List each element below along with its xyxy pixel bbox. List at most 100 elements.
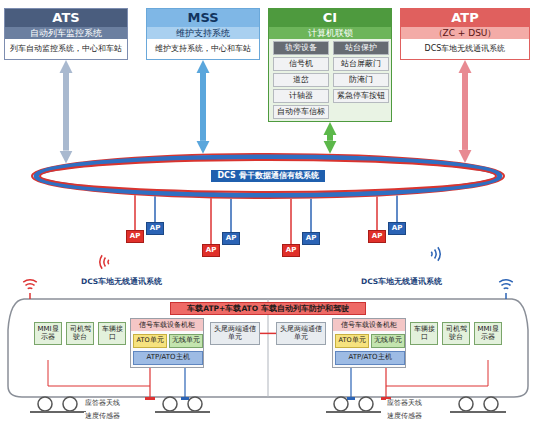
wheel [188, 397, 202, 411]
system-box: ATS自动列车监控系统列车自动监控系统，中心和车站 [4, 8, 128, 60]
access-point: AP [368, 230, 386, 243]
wireless-waves [23, 247, 513, 288]
node-text: 维护支持系统，中心和车站 [147, 39, 259, 59]
network-link [230, 199, 232, 232]
data-flow-arrow [462, 73, 468, 150]
part-label: 应答器天线 [386, 399, 423, 407]
onboard-unit: ATP/ATO主机 [335, 351, 405, 365]
access-point: AP [302, 232, 320, 245]
node-title: 计轴器 [274, 90, 328, 102]
access-point: AP [146, 222, 164, 235]
node-title: MMI显示器 [35, 323, 61, 344]
node-title: 车载ATP+车载ATO 车载自动列车防护和驾驶 [171, 303, 365, 314]
node-title: ATO单元 [134, 335, 166, 345]
network-link [134, 195, 136, 230]
node-title: ATP/ATO主机 [336, 352, 404, 361]
node-title: CI [269, 9, 391, 27]
onboard-unit: 头尾两端通信单元 [210, 322, 260, 345]
equipment-cell: 站台屏蔽门 [333, 57, 389, 71]
wheel [163, 397, 177, 411]
part-label: 速度传感器 [84, 412, 121, 420]
node-title: AP [283, 245, 299, 254]
onboard-unit: MMI显示器 [474, 322, 502, 345]
signal-wire [488, 360, 489, 386]
backbone-ring: DCS 骨干数据通信有线系统 [28, 150, 508, 202]
signal-wire [48, 386, 150, 387]
node-title: 头尾两端通信单元 [277, 323, 325, 344]
node-title: 信号车载设备机柜 [333, 319, 405, 331]
part-label: 应答器天线 [84, 399, 121, 407]
node-title: AP [389, 223, 405, 232]
signal-wire [184, 366, 185, 398]
network-link [376, 197, 378, 230]
train-body [8, 299, 528, 397]
node-title: AP [203, 245, 219, 254]
network-link [290, 199, 292, 244]
ring-band [40, 160, 496, 192]
onboard-banner: 车载ATP+车载ATO 车载自动列车防护和驾驶 [170, 302, 366, 315]
network-link [260, 333, 276, 335]
wireless-wave [25, 284, 34, 285]
equipment-cabinet: 信号车载设备机柜ATO单元无线单元ATP/ATO主机 [130, 318, 204, 368]
onboard-unit: ATO单元 [335, 334, 369, 348]
access-point: AP [202, 244, 220, 257]
node-title: AP [303, 233, 319, 242]
signal-wire [149, 366, 150, 398]
signal-wire [386, 386, 488, 387]
network-link [310, 199, 312, 232]
rail [326, 411, 381, 413]
access-point: AP [388, 222, 406, 235]
wireless-wave [438, 247, 440, 261]
network-link [396, 195, 398, 222]
equipment-cell: 道岔 [273, 73, 329, 87]
wheel [63, 397, 77, 411]
node-title: 无线单元 [372, 335, 404, 345]
wireless-wave [501, 284, 510, 285]
onboard-unit: ATP/ATO主机 [133, 351, 203, 365]
data-flow-arrow [63, 73, 69, 151]
onboard-unit: 无线单元 [371, 334, 405, 348]
rail [30, 411, 86, 413]
node-title: 道岔 [274, 74, 328, 86]
wheel [459, 397, 473, 411]
equipment-cell: 信号机 [273, 57, 329, 71]
onboard-unit: 司机驾驶台 [66, 322, 94, 345]
node-title: 站台保护 [334, 42, 388, 54]
rail [155, 411, 210, 413]
node-text: 自动列车监控系统 [5, 27, 127, 40]
ring-band [36, 157, 500, 195]
equipment-cell: 轨旁设备 [273, 41, 329, 55]
wheel [359, 397, 373, 411]
data-flow-arrow [327, 135, 333, 141]
node-title: AP [147, 223, 163, 232]
equipment-cabinet: 信号车载设备机柜 ATO单元无线单元 ATP/ATO主机 [332, 318, 406, 368]
onboard-unit: MMI显示器 [34, 322, 62, 345]
wireless-wave [28, 287, 33, 289]
node-title: AP [223, 233, 239, 242]
wireless-wave [23, 280, 37, 282]
node-text: （ZC + DSU） [401, 27, 529, 40]
node-text: 计算机联锁 [269, 27, 391, 40]
wireless-wave [499, 280, 513, 282]
wireless-wave [431, 252, 433, 257]
roof-antenna [29, 293, 31, 299]
onboard-unit: 车辆接口 [410, 322, 438, 345]
onboard-unit: 无线单元 [169, 334, 203, 348]
node-title: ATS [5, 9, 127, 27]
access-point: AP [126, 230, 144, 243]
wireless-wave [104, 257, 105, 266]
node-title: 信号机 [274, 58, 328, 70]
data-flow-arrow [200, 73, 206, 141]
network-link [154, 196, 156, 222]
node-title: MMI显示器 [475, 323, 501, 344]
equipment-cell: 防淹门 [333, 73, 389, 87]
equipment-cell: 计轴器 [273, 89, 329, 103]
network-label: DCS车地无线通讯系统 [360, 277, 443, 286]
node-title: ATO单元 [336, 335, 368, 345]
onboard-unit: 司机驾驶台 [442, 322, 470, 345]
node-title: DCS 骨干数据通信有线系统 [211, 170, 324, 182]
wheel [38, 397, 52, 411]
node-title: 站台屏蔽门 [334, 58, 388, 70]
equipment-cell: 自动停车信标 [273, 105, 329, 119]
